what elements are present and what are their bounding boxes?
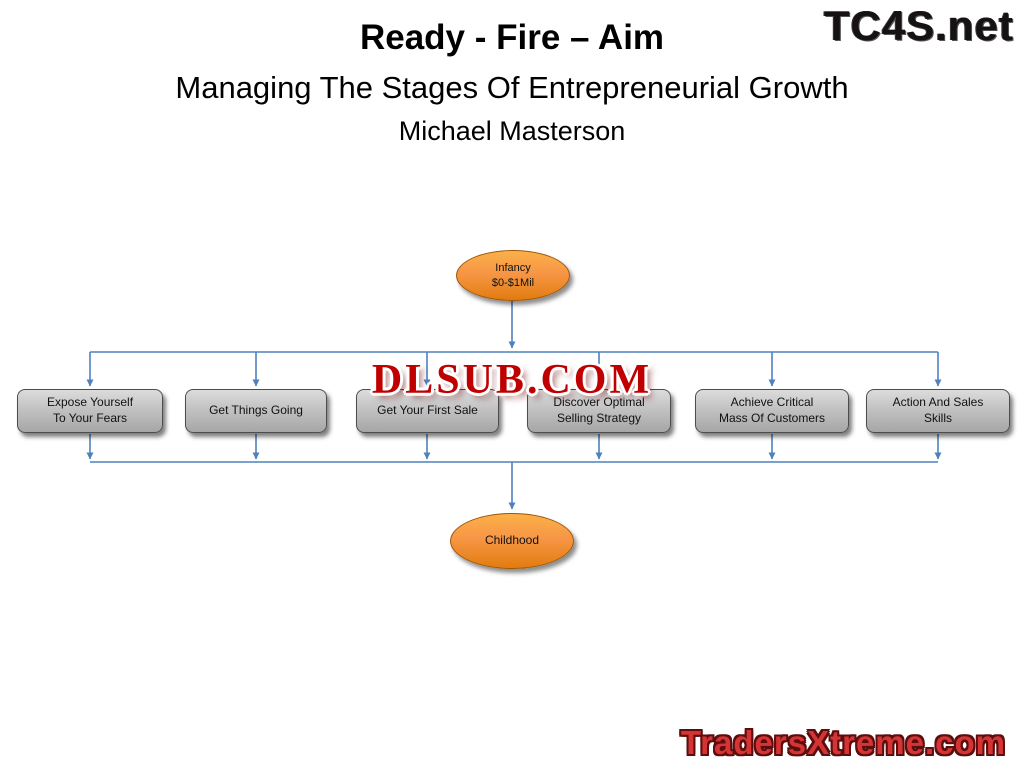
author-name: Michael Masterson bbox=[398, 116, 626, 146]
watermark-dlsub: DLSUB.COM bbox=[371, 357, 653, 403]
page-subtitle: Managing The Stages Of Entrepreneurial G… bbox=[175, 70, 849, 105]
stage-box-expose-fears: Expose Yourself To Your Fears bbox=[17, 389, 163, 433]
stage-box-selling-strategy: Discover Optimal Selling Strategy bbox=[527, 389, 671, 433]
stage-box-get-things-going: Get Things Going bbox=[185, 389, 327, 433]
watermark-tradersxtreme: TradersXtreme.com bbox=[680, 724, 1006, 761]
page-title: Ready - Fire – Aim bbox=[359, 18, 665, 57]
watermark-tc4s: TC4S.net bbox=[823, 2, 1014, 49]
stage-box-critical-mass: Achieve Critical Mass Of Customers bbox=[695, 389, 849, 433]
stage-box-first-sale: Get Your First Sale bbox=[356, 389, 499, 433]
node-infancy: Infancy $0-$1Mil bbox=[456, 250, 570, 301]
stage-box-action-sales-skills: Action And Sales Skills bbox=[866, 389, 1010, 433]
node-childhood: Childhood bbox=[450, 513, 574, 569]
